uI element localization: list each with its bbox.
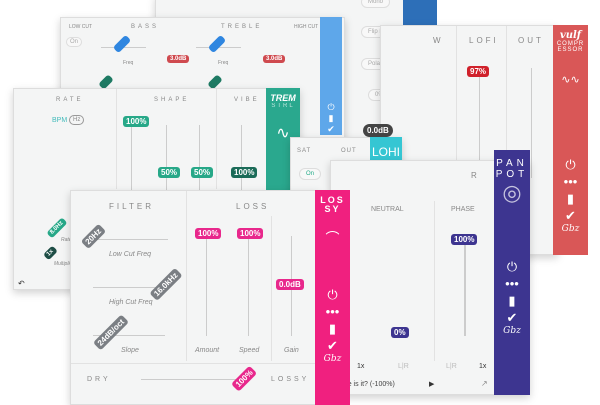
low-cut-on-toggle[interactable]: On — [66, 37, 83, 47]
compressor-title: COMPRESSOR — [556, 41, 585, 53]
vibe-value[interactable]: 100% — [231, 167, 258, 178]
header-out: OUT — [341, 148, 357, 154]
header-neutral: NEUTRAL — [371, 206, 404, 213]
play-icon[interactable]: ▶ — [429, 381, 435, 388]
phase-value[interactable]: 100% — [451, 234, 478, 245]
multiplier-label: Multiplier — [54, 261, 75, 267]
lightblue-sidebar: ⏻ ▮ ✔ — [320, 17, 342, 135]
mult-2[interactable]: 1x — [479, 363, 487, 370]
filter-curve-icon: ⌒ — [325, 230, 340, 246]
signature-logo: Gbz — [323, 354, 342, 364]
check-icon[interactable]: ✔ — [327, 124, 335, 134]
purple-sidebar: PAN POT ◎ ⏻ ••• ▮ ✔ Gbz — [494, 150, 530, 395]
sat-on-toggle[interactable]: On — [299, 168, 322, 180]
power-icon[interactable]: ⏻ — [565, 157, 576, 172]
right-label: R — [471, 171, 477, 180]
lofi-value[interactable]: 97% — [467, 66, 490, 77]
bpm-toggle[interactable]: BPM — [52, 117, 68, 124]
header-bass: BASS — [131, 24, 160, 30]
check-icon[interactable]: ✔ — [565, 208, 576, 223]
circles-icon: ◎ — [502, 180, 522, 205]
header-out: OUT — [518, 36, 544, 45]
amount-label: Amount — [195, 347, 220, 354]
header-phase: PHASE — [451, 206, 475, 213]
treble-freq-value[interactable] — [207, 34, 227, 54]
vulf-logo: vulf — [559, 30, 582, 41]
bass-gain-value[interactable]: 3.0dB — [167, 55, 190, 63]
check-icon[interactable]: ✔ — [327, 338, 338, 353]
lohi-logo: LOHI — [371, 145, 400, 159]
lossy-label: LOSSY — [271, 376, 310, 383]
header-filter: FILTER — [109, 202, 154, 211]
panpot-logo-2: POT — [495, 169, 529, 180]
header-lofi: LOFI — [469, 36, 499, 45]
sine-wave-icon: ∿ — [276, 125, 290, 142]
lr-toggle-2[interactable]: L|R — [446, 363, 457, 370]
slope-label: Slope — [121, 347, 139, 354]
trem-logo: TREM — [270, 93, 296, 103]
amount-value[interactable]: 100% — [195, 228, 222, 239]
power-icon[interactable]: ⏻ — [327, 102, 335, 112]
panpot-logo-1: PAN — [496, 158, 528, 169]
high-cut-label: High Cut Freq — [109, 299, 153, 306]
preset-book-icon[interactable]: ▮ — [566, 191, 575, 206]
dry-label: DRY — [87, 376, 111, 383]
header-vibe: VIBE — [234, 97, 260, 103]
preset-book-icon[interactable]: ▮ — [328, 113, 334, 123]
lossy-logo: LOSSY — [320, 195, 345, 214]
pink-sidebar: LOSSY ⌒ ⏻ ••• ▮ ✔ Gbz — [315, 190, 350, 405]
power-icon[interactable]: ⏻ — [506, 259, 518, 274]
trem-sub: STRL — [271, 103, 295, 109]
header-shape: SHAPE — [154, 97, 190, 103]
bass-freq-value[interactable] — [112, 34, 132, 54]
lohi-gain-value[interactable]: 0.0dB — [363, 124, 393, 137]
shape-width-value[interactable]: 50% — [191, 167, 214, 178]
undo-icon[interactable]: ↶ — [18, 279, 25, 288]
shape-depth-value[interactable]: 100% — [123, 116, 150, 127]
header-loss: LOSS — [236, 202, 270, 211]
high-cut-value[interactable]: 16.0kHz — [149, 267, 183, 302]
treble-freq-label: Freq — [218, 60, 229, 66]
preset-book-icon[interactable]: ▮ — [328, 321, 337, 336]
status-text: Where is it? (-100%) — [331, 381, 395, 388]
header-rate: RATE — [56, 97, 84, 103]
waveform-icon: ∿∿ — [561, 74, 580, 86]
header-low-cut: LOW CUT — [69, 24, 93, 30]
neutral-value[interactable]: 0% — [391, 327, 409, 338]
speed-value[interactable]: 100% — [237, 228, 264, 239]
treble-gain-value[interactable]: 3.0dB — [263, 55, 286, 63]
mix-value[interactable]: 100% — [230, 365, 258, 392]
header-treble: TREBLE — [221, 24, 263, 30]
slope-value[interactable]: 24dB/oct — [92, 314, 129, 351]
multiplier-value[interactable]: 1x — [43, 245, 58, 261]
mult-1[interactable]: 1x — [357, 363, 365, 370]
low-cut-label: Low Cut Freq — [109, 251, 152, 258]
header-w: W — [433, 36, 444, 45]
hz-toggle[interactable]: Hz — [69, 115, 85, 125]
red-sidebar: vulf COMPRESSOR ∿∿ ⏻ ••• ▮ ✔ Gbz — [553, 25, 588, 255]
shape-skew-value[interactable]: 50% — [158, 167, 181, 178]
more-icon[interactable]: ••• — [563, 174, 578, 189]
gain-label: Gain — [284, 347, 299, 354]
rate-label: Rate — [61, 237, 72, 243]
speed-label: Speed — [239, 347, 260, 354]
signature-logo: Gbz — [561, 224, 580, 234]
signature-logo: Gbz — [503, 326, 521, 336]
check-icon[interactable]: ✔ — [506, 310, 518, 325]
gain-value[interactable]: 0.0dB — [276, 279, 304, 290]
lossy-panel: FILTER LOSS 20Hz Low Cut Freq 16.0kHz Hi… — [70, 190, 321, 405]
more-icon[interactable]: ••• — [325, 304, 340, 319]
preset-book-icon[interactable]: ▮ — [508, 293, 516, 308]
power-icon[interactable]: ⏻ — [327, 287, 338, 302]
mono-button[interactable]: Mono — [361, 0, 391, 8]
header-sat: SAT — [297, 148, 312, 154]
low-cut-value[interactable]: 20Hz — [80, 223, 106, 250]
header-high-cut: HIGH CUT — [294, 24, 319, 30]
lr-toggle-1[interactable]: L|R — [398, 363, 409, 370]
rate-value[interactable]: 8.0Hz — [46, 217, 68, 239]
expand-icon[interactable]: ↗ — [481, 379, 488, 388]
more-icon[interactable]: ••• — [505, 276, 519, 291]
bass-freq-label: Freq — [123, 60, 134, 66]
